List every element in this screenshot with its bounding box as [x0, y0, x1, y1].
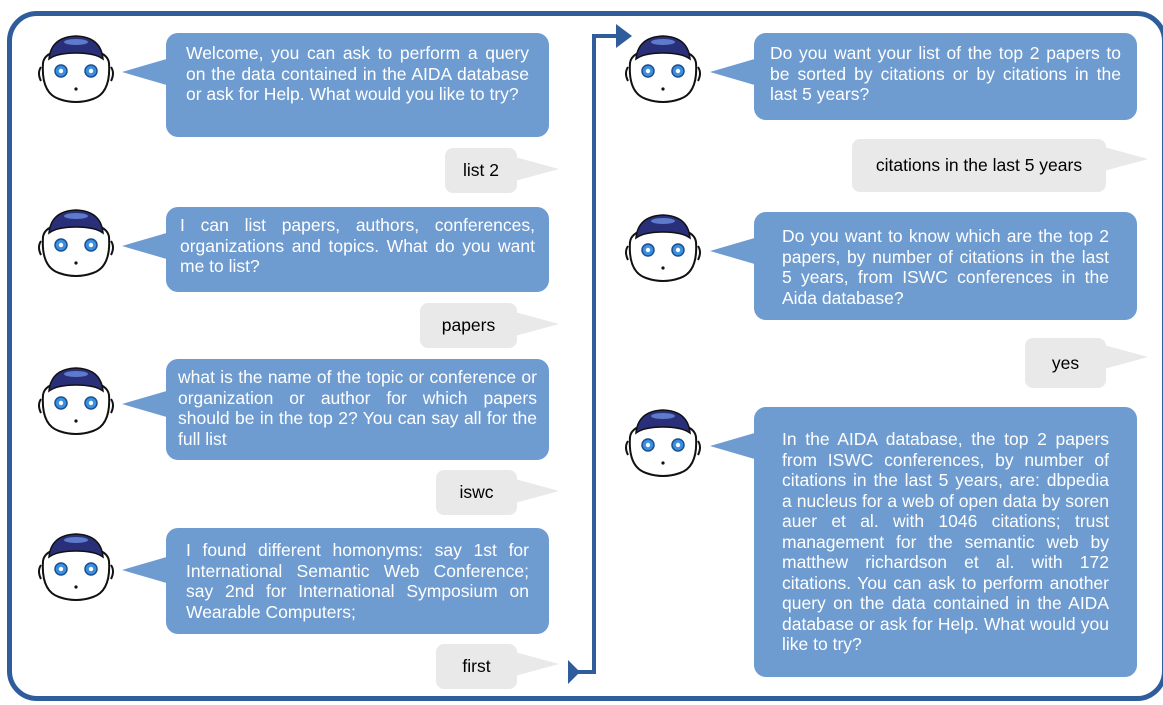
user-message: iswc	[436, 470, 517, 515]
bubble-tail	[122, 232, 170, 260]
user-message-text: list 2	[463, 160, 499, 180]
robot-avatar	[37, 33, 115, 105]
user-message-text: yes	[1051, 352, 1080, 373]
bubble-tail	[515, 157, 559, 181]
bot-message: In the AIDA database, the top 2 papers f…	[754, 407, 1137, 677]
robot-head-icon	[625, 35, 701, 103]
robot-avatar	[624, 212, 702, 284]
bot-message-text: In the AIDA database, the top 2 papers f…	[782, 429, 1109, 654]
robot-head-icon	[625, 214, 701, 282]
bot-message-text: what is the name of the topic or confere…	[178, 367, 537, 449]
robot-head-icon	[625, 409, 701, 477]
robot-avatar	[624, 33, 702, 105]
bubble-tail	[710, 237, 758, 265]
robot-avatar	[624, 407, 702, 479]
bubble-tail	[1104, 345, 1148, 369]
user-message-text: papers	[441, 315, 496, 335]
robot-head-icon	[38, 35, 114, 103]
bot-message: what is the name of the topic or confere…	[166, 359, 549, 460]
user-message: citations in the last 5 years	[852, 139, 1106, 192]
robot-avatar	[37, 365, 115, 437]
user-message: first	[436, 644, 517, 689]
user-message: list 2	[445, 148, 517, 193]
bubble-tail	[710, 432, 758, 460]
robot-avatar	[37, 531, 115, 603]
robot-avatar	[37, 207, 115, 279]
user-message-text: citations in the last 5 years	[875, 155, 1083, 175]
bubble-tail	[1104, 147, 1148, 171]
robot-head-icon	[38, 533, 114, 601]
bot-message-text: I found different homonyms: say 1st for …	[186, 540, 529, 622]
user-message-text: first	[462, 656, 491, 676]
user-message-text: iswc	[459, 482, 494, 502]
bot-message: I found different homonyms: say 1st for …	[166, 528, 549, 634]
robot-head-icon	[38, 209, 114, 277]
bubble-tail	[710, 58, 758, 86]
bot-message-text: Do you want to know which are the top 2 …	[782, 226, 1109, 308]
bot-message: Welcome, you can ask to perform a query …	[166, 33, 549, 137]
user-message: papers	[420, 303, 517, 348]
bot-message-text: Welcome, you can ask to perform a query …	[186, 43, 529, 104]
bubble-tail	[515, 479, 559, 503]
bot-message: I can list papers, authors, conferences,…	[166, 207, 549, 292]
bubble-tail	[122, 390, 170, 418]
bot-message: Do you want your list of the top 2 paper…	[754, 33, 1137, 120]
bot-message: Do you want to know which are the top 2 …	[754, 212, 1137, 320]
user-message: yes	[1025, 338, 1106, 388]
robot-head-icon	[38, 367, 114, 435]
bubble-tail	[515, 312, 559, 336]
bubble-tail	[122, 556, 170, 584]
bot-message-text: Do you want your list of the top 2 paper…	[770, 43, 1121, 104]
bubble-tail	[122, 58, 170, 86]
bot-message-text: I can list papers, authors, conferences,…	[180, 215, 535, 276]
bubble-tail	[515, 652, 559, 676]
